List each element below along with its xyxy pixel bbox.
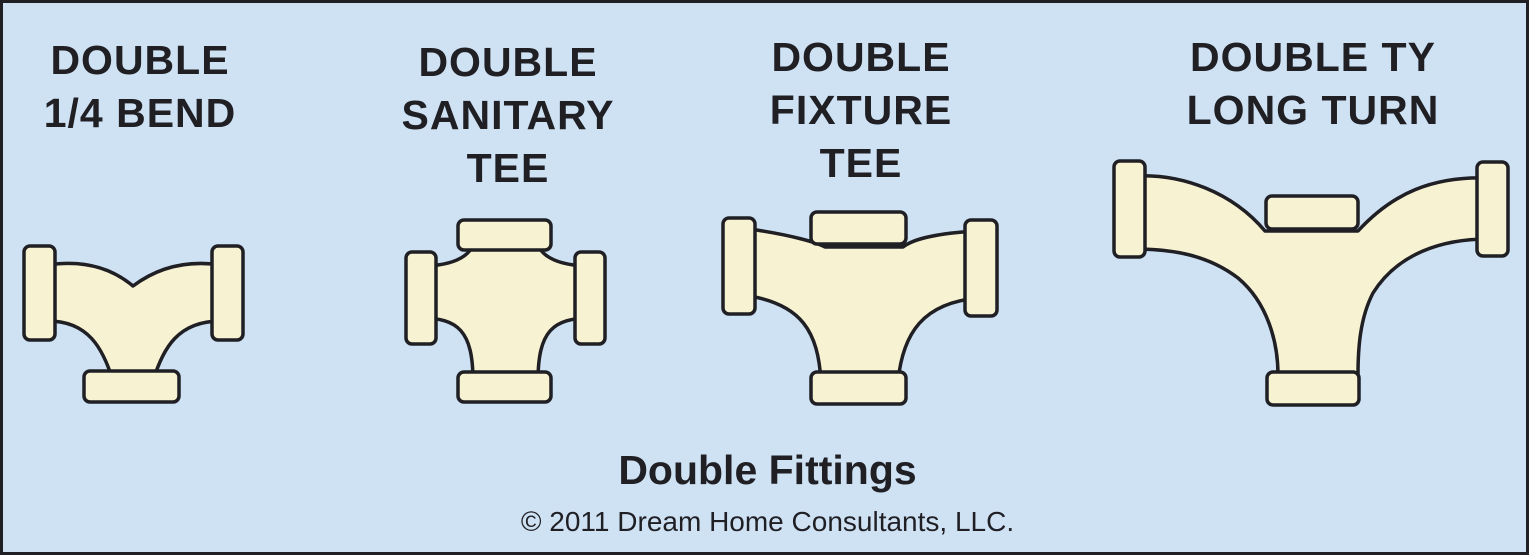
copyright-notice: © 2011 Dream Home Consultants, LLC. — [520, 506, 1015, 537]
double-ty-long-turn-fitting — [1112, 159, 1510, 407]
label-line: TEE — [466, 145, 550, 191]
label-line: FIXTURE — [769, 87, 953, 133]
fitting-label-double-sanitary-tee: DOUBLE SANITARY TEE — [388, 36, 628, 195]
fitting-label-double-quarter-bend: DOUBLE 1/4 BEND — [35, 34, 245, 140]
double-quarter-bend-fitting — [22, 244, 245, 404]
fitting-label-double-fixture-tee: DOUBLE FIXTURE TEE — [741, 31, 981, 190]
diagram-title: Double Fittings — [618, 447, 917, 493]
label-line: DOUBLE — [771, 34, 951, 80]
label-line: DOUBLE TY — [1190, 34, 1436, 80]
label-line: DOUBLE — [418, 39, 598, 85]
label-line: TEE — [819, 140, 903, 186]
label-line: LONG TURN — [1186, 87, 1440, 133]
double-sanitary-tee-fitting — [404, 218, 607, 404]
label-line: SANITARY — [401, 92, 615, 138]
label-line: DOUBLE — [50, 37, 230, 83]
fitting-label-double-ty-long-turn: DOUBLE TY LONG TURN — [1153, 31, 1473, 137]
fittings-drawing — [22, 159, 1510, 407]
label-line: 1/4 BEND — [43, 90, 237, 136]
double-fixture-tee-fitting — [721, 210, 999, 406]
